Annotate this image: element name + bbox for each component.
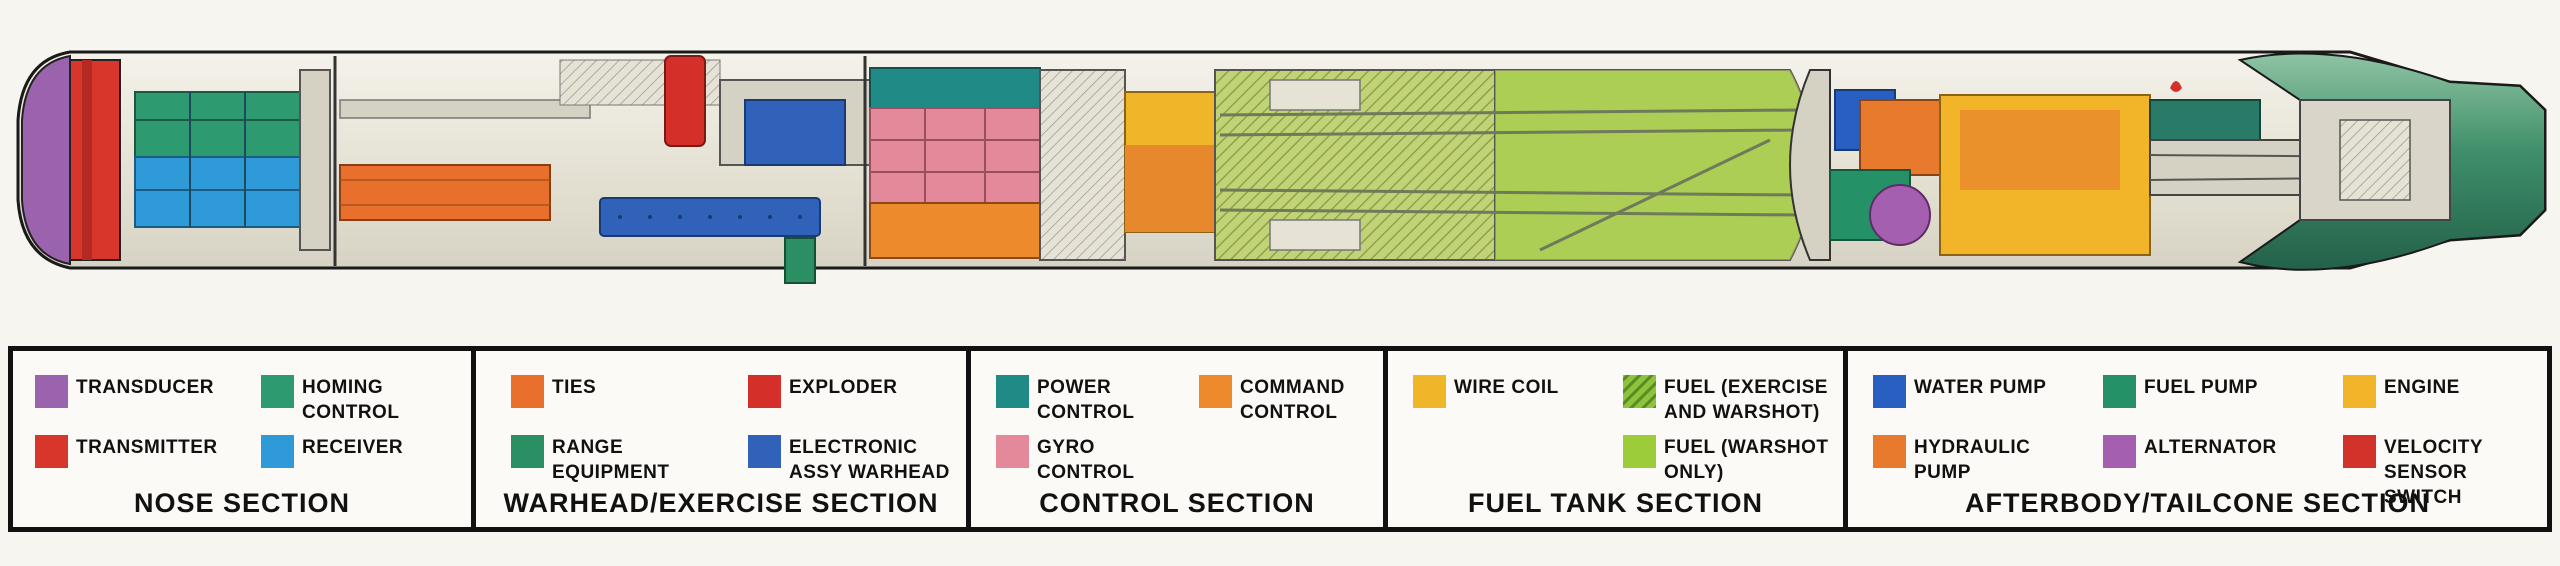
legend-label: TRANSDUCER: [76, 377, 214, 398]
legend-nose-section: TRANSDUCER HOMING CONTROL TRANSMITTER RE…: [13, 351, 471, 527]
swatch-fill: [1873, 435, 1906, 468]
hydraulic-pump-swatch-icon: [1873, 435, 1906, 468]
swatch-fill: [35, 375, 68, 408]
swatch-fill: [996, 375, 1029, 408]
receiver-swatch-icon: [261, 435, 294, 468]
afterbody-section-graphic: [1789, 52, 2546, 271]
legend-item-transducer: TRANSDUCER: [35, 375, 214, 408]
legend-item-fuel-pump: FUEL PUMP: [2103, 375, 2258, 408]
transducer-swatch-icon: [35, 375, 68, 408]
swatch-fill: [511, 435, 544, 468]
nose-section-graphic: [21, 54, 331, 266]
swatch-fill: [261, 375, 294, 408]
torpedo-cutaway-diagram: [16, 50, 2547, 284]
ties-swatch-icon: [511, 375, 544, 408]
legend-item-engine: ENGINE: [2343, 375, 2460, 408]
swatch-fill: [996, 435, 1029, 468]
section-title: CONTROL SECTION: [1039, 488, 1315, 518]
legend-label: FUEL (WARSHOT ONLY): [1664, 437, 1829, 483]
legend-control-section: POWER CONTROL COMMAND CONTROL GYRO CONTR…: [966, 351, 1383, 527]
swatch-fill: [1199, 375, 1232, 408]
legend-label: POWER CONTROL: [1037, 377, 1135, 423]
transmitter-swatch-icon: [35, 435, 68, 468]
section-title: NOSE SECTION: [133, 488, 351, 518]
legend-item-water-pump: WATER PUMP: [1873, 375, 2046, 408]
engine-swatch-icon: [2343, 375, 2376, 408]
legend-item-command-control: COMMAND CONTROL: [1199, 375, 1345, 425]
section-title: WARHEAD/EXERCISE SECTION: [503, 488, 939, 518]
legend-label: EXPLODER: [789, 377, 898, 398]
legend-item-fuel-exercise-warshot: FUEL (EXERCISE AND WARSHOT): [1623, 375, 1828, 425]
legend-item-wire-coil: WIRE COIL: [1413, 375, 1559, 408]
fuel-tank-section-graphic: [1124, 69, 1816, 261]
legend-label: COMMAND CONTROL: [1240, 377, 1345, 423]
legend-label: VELOCITY SENSOR SWITCH: [2384, 437, 2484, 508]
legend-item-electronic-assy-warhead: ELECTRONIC ASSY WARHEAD: [748, 435, 950, 485]
swatch-fill: [1623, 435, 1656, 468]
swatch-fill: [2103, 375, 2136, 408]
legend-fuel-tank-section: WIRE COIL FUEL (EXERCISE AND WARSHOT): [1383, 351, 1843, 527]
legend-item-receiver: RECEIVER: [261, 435, 403, 468]
swatch-fill: [2103, 435, 2136, 468]
swatch-fill: [261, 435, 294, 468]
alternator-swatch-icon: [2103, 435, 2136, 468]
legend-item-hydraulic-pump: HYDRAULIC PUMP: [1873, 435, 2030, 485]
legend-label: RECEIVER: [302, 437, 404, 458]
swatch-fill: [511, 375, 544, 408]
legend-afterbody-section: WATER PUMP FUEL PUMP ENGINE HYDRAULIC PU…: [1843, 351, 2547, 527]
fuel-hatched-swatch-icon: [1623, 375, 1656, 408]
legend-item-gyro-control: GYRO CONTROL: [996, 435, 1134, 485]
swatch-fill: [1623, 375, 1656, 408]
legend-label: TRANSMITTER: [76, 437, 218, 458]
legend-label: WATER PUMP: [1914, 377, 2047, 398]
range-equipment-swatch-icon: [511, 435, 544, 468]
legend-label: FUEL PUMP: [2144, 377, 2258, 398]
legend-label: WIRE COIL: [1454, 377, 1559, 398]
control-section-graphic: [869, 67, 1126, 261]
legend-item-fuel-warshot-only: FUEL (WARSHOT ONLY): [1623, 435, 1828, 485]
legend-label: FUEL (EXERCISE AND WARSHOT): [1664, 377, 1828, 423]
legend-label: ENGINE: [2384, 377, 2460, 398]
legend-label: HOMING CONTROL: [302, 377, 400, 423]
swatch-fill: [1413, 375, 1446, 408]
wire-coil-swatch-icon: [1413, 375, 1446, 408]
swatch-fill: [2343, 375, 2376, 408]
swatch-fill: [748, 375, 781, 408]
legend-warhead-section: TIES EXPLODER RANGE EQUIPMENT ELECTRONIC…: [471, 351, 966, 527]
section-title: FUEL TANK SECTION: [1467, 488, 1763, 518]
gyro-control-swatch-icon: [996, 435, 1029, 468]
legend-panel: TRANSDUCER HOMING CONTROL TRANSMITTER RE…: [8, 346, 2552, 532]
legend-item-range-equipment: RANGE EQUIPMENT: [511, 435, 669, 485]
section-title: AFTERBODY/TAILCONE SECTION: [1964, 488, 2430, 518]
command-control-swatch-icon: [1199, 375, 1232, 408]
swatch-fill: [35, 435, 68, 468]
legend-label: TIES: [552, 377, 597, 398]
fuel-solid-swatch-icon: [1623, 435, 1656, 468]
legend-item-ties: TIES: [511, 375, 596, 408]
electronic-assy-swatch-icon: [748, 435, 781, 468]
fuel-pump-swatch-icon: [2103, 375, 2136, 408]
homing-control-swatch-icon: [261, 375, 294, 408]
legend-item-exploder: EXPLODER: [748, 375, 898, 408]
swatch-fill: [2343, 435, 2376, 468]
legend-label: GYRO CONTROL: [1037, 437, 1135, 483]
water-pump-swatch-icon: [1873, 375, 1906, 408]
velocity-sensor-swatch-icon: [2343, 435, 2376, 468]
legend-item-transmitter: TRANSMITTER: [35, 435, 218, 468]
legend-item-power-control: POWER CONTROL: [996, 375, 1134, 425]
legend-label: ALTERNATOR: [2144, 437, 2277, 458]
exploder-swatch-icon: [748, 375, 781, 408]
swatch-fill: [1873, 375, 1906, 408]
swatch-fill: [748, 435, 781, 468]
power-control-swatch-icon: [996, 375, 1029, 408]
legend-label: RANGE EQUIPMENT: [552, 437, 670, 483]
warhead-section-graphic: [333, 55, 871, 284]
legend-label: ELECTRONIC ASSY WARHEAD: [789, 437, 950, 483]
legend-item-homing-control: HOMING CONTROL: [261, 375, 399, 425]
legend-item-alternator: ALTERNATOR: [2103, 435, 2277, 468]
legend-item-velocity-sensor-switch: VELOCITY SENSOR SWITCH: [2343, 435, 2547, 510]
legend-label: HYDRAULIC PUMP: [1914, 437, 2031, 483]
